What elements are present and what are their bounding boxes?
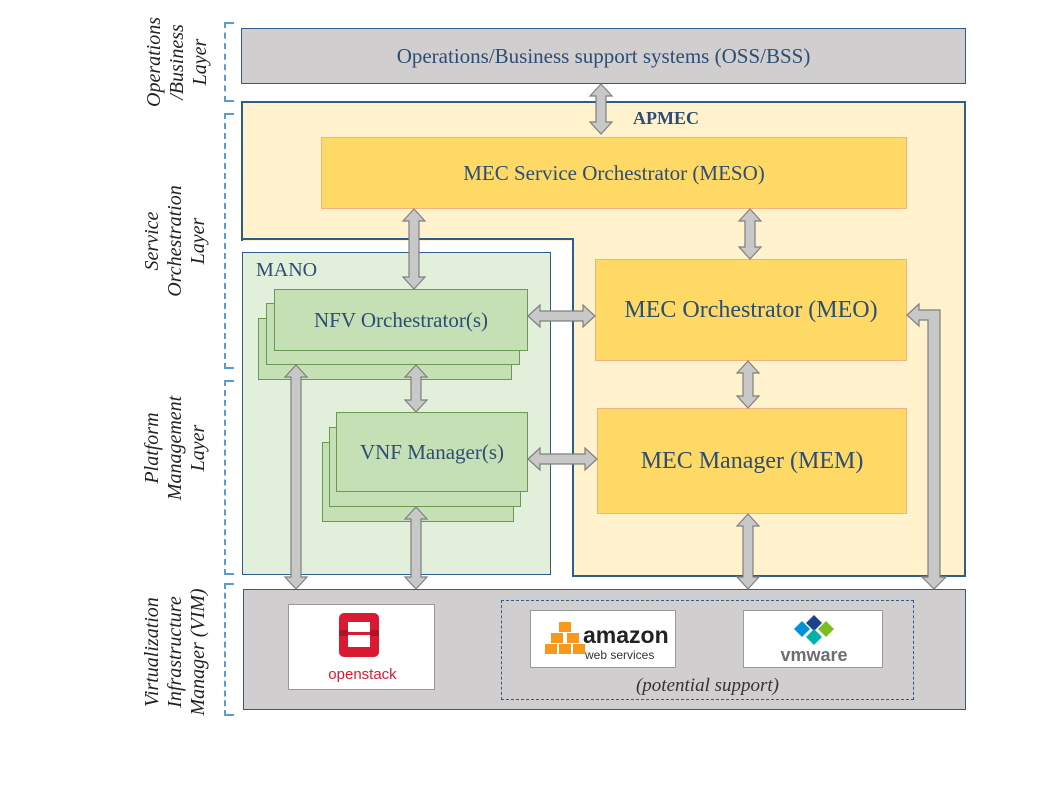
webservices-wordmark: web services bbox=[585, 648, 655, 662]
arrow-meo-mem bbox=[735, 360, 761, 409]
amazon-web-services-logo[interactable]: amazon web services bbox=[530, 610, 676, 668]
mem-box[interactable]: MEC Manager (MEM) bbox=[597, 408, 907, 514]
arrow-oss-apmec bbox=[588, 83, 614, 135]
meo-label: MEC Orchestrator (MEO) bbox=[624, 296, 878, 323]
service-layer-bracket bbox=[224, 113, 236, 369]
openstack-icon bbox=[339, 613, 379, 657]
arrow-vnfm-vim bbox=[403, 506, 429, 590]
platform-layer-bracket bbox=[224, 380, 236, 575]
nfv-orchestrator-box[interactable]: NFV Orchestrator(s) bbox=[274, 289, 528, 351]
vim-layer-bracket bbox=[224, 583, 236, 716]
apmec-title: APMEC bbox=[633, 108, 699, 128]
arrow-nfvo-vnfm bbox=[403, 364, 429, 413]
arrow-meso-meo bbox=[737, 208, 763, 260]
mano-title: MANO bbox=[256, 259, 318, 281]
vmware-logo[interactable]: vmware bbox=[743, 610, 883, 668]
meo-box[interactable]: MEC Orchestrator (MEO) bbox=[595, 259, 907, 361]
arrow-vnfm-mem bbox=[527, 446, 598, 472]
aws-cubes-icon bbox=[545, 622, 585, 654]
potential-support-region bbox=[501, 600, 914, 700]
arrow-nfvo-vim bbox=[283, 364, 309, 590]
meso-label: MEC Service Orchestrator (MESO) bbox=[463, 160, 765, 185]
openstack-logo[interactable]: openstack bbox=[288, 604, 435, 690]
arrow-nfvo-meo bbox=[527, 303, 596, 329]
meso-box[interactable]: MEC Service Orchestrator (MESO) bbox=[321, 137, 907, 209]
oss-bss-label: Operations/Business support systems (OSS… bbox=[396, 43, 811, 68]
mem-label: MEC Manager (MEM) bbox=[640, 447, 864, 474]
arrow-meo-vim bbox=[906, 302, 948, 590]
vmware-diamond-icon bbox=[794, 615, 834, 645]
arrow-meso-nfvo bbox=[401, 208, 427, 290]
potential-support-label: (potential support) bbox=[635, 675, 780, 696]
openstack-wordmark: openstack bbox=[328, 666, 397, 683]
vnf-manager-box[interactable]: VNF Manager(s) bbox=[336, 412, 528, 492]
vnf-manager-label: VNF Manager(s) bbox=[359, 439, 505, 464]
oss-bss-box[interactable]: Operations/Business support systems (OSS… bbox=[241, 28, 966, 84]
nfv-orchestrator-label: NFV Orchestrator(s) bbox=[314, 307, 488, 332]
arrow-mem-vim bbox=[735, 513, 761, 590]
amazon-wordmark: amazon bbox=[583, 622, 669, 648]
operations-layer-bracket bbox=[224, 22, 236, 102]
vmware-wordmark: vmware bbox=[780, 645, 848, 665]
